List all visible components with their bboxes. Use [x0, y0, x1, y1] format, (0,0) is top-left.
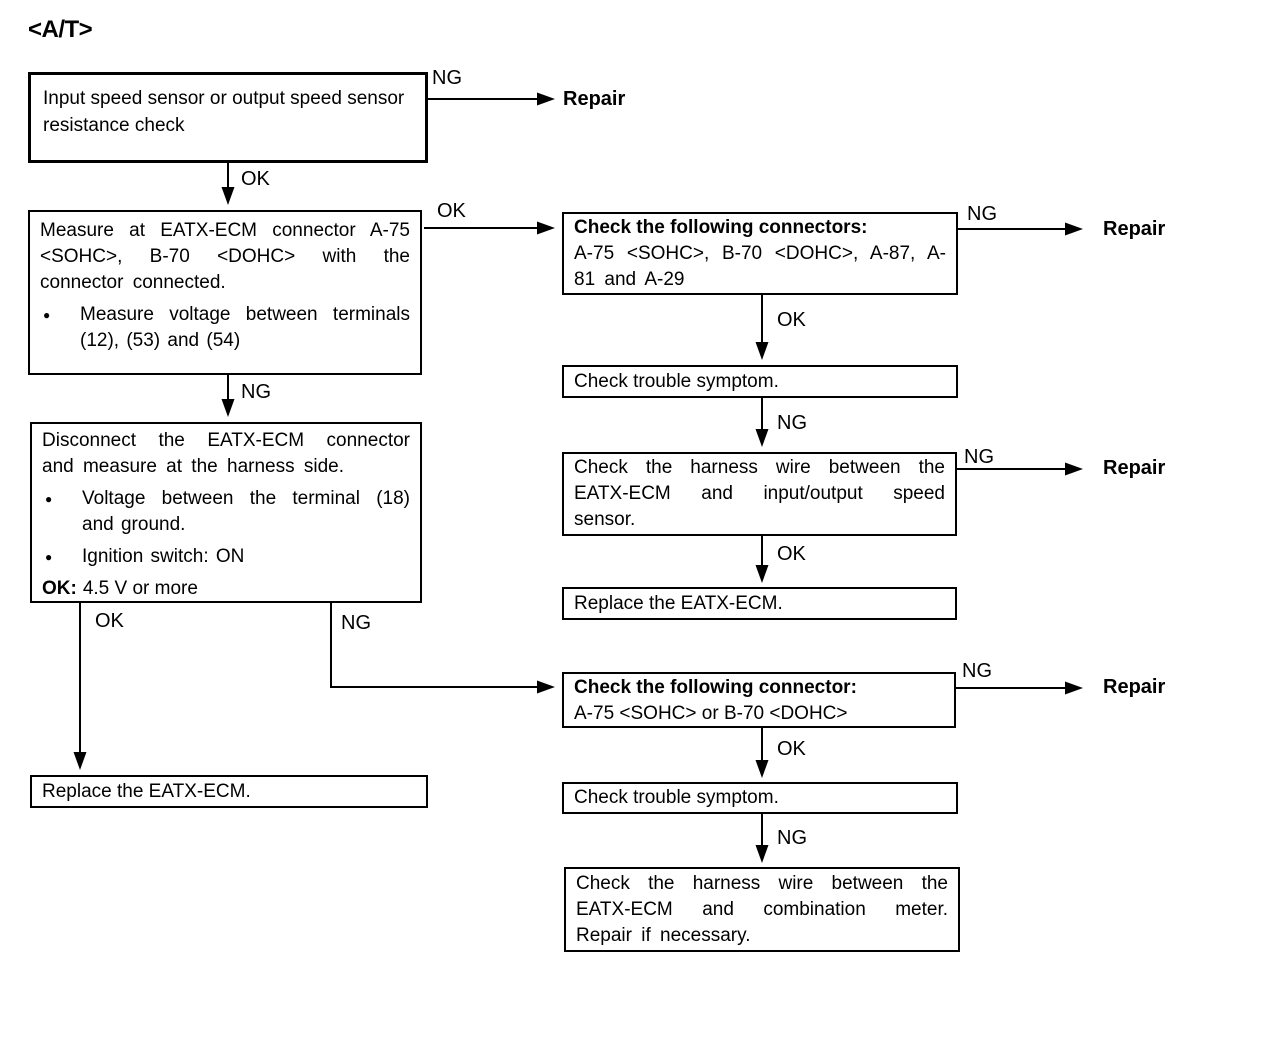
box-harness-speed-sensor: Check the harness wire between the EATX-…: [562, 452, 957, 536]
edge-label-connectors-ok: OK: [777, 309, 806, 331]
ok-condition-value: 4.5 V or more: [82, 578, 198, 599]
box-start-text: Input speed sensor or output speed senso…: [43, 88, 405, 136]
edge-label-harness-ng: NG: [964, 446, 994, 468]
terminal-repair-3: Repair: [1103, 457, 1166, 479]
box-harness-speed-sensor-text: Check the harness wire between the EATX-…: [574, 457, 945, 530]
box-replace-right: Replace the EATX-ECM.: [562, 587, 957, 620]
box-check-connector-heading: Check the following connector:: [574, 677, 857, 698]
edge-label-measure-ng: NG: [241, 381, 271, 403]
box-check-symptom-2-text: Check trouble symptom.: [574, 787, 779, 808]
box-harness-combination-meter-text: Check the harness wire between the EATX-…: [576, 873, 948, 946]
edge-label-start-ok: OK: [241, 168, 270, 190]
box-harness-combination-meter: Check the harness wire between the EATX-…: [564, 867, 960, 952]
edge-label-disconnect-ok: OK: [95, 610, 124, 632]
box-check-connectors-text: A-75 <SOHC>, B-70 <DOHC>, A-87, A-81 and…: [574, 243, 946, 290]
box-disconnect-bullet2: ● Ignition switch: ON: [42, 544, 410, 570]
edge-label-connector-ok: OK: [777, 738, 806, 760]
box-check-connector: Check the following connector: A-75 <SOH…: [562, 672, 956, 728]
edge-label-connector-ng: NG: [962, 660, 992, 682]
terminal-repair-4: Repair: [1103, 676, 1166, 698]
box-check-connectors: Check the following connectors: A-75 <SO…: [562, 212, 958, 295]
box-replace-left-text: Replace the EATX-ECM.: [42, 780, 251, 802]
box-replace-left: Replace the EATX-ECM.: [30, 775, 428, 808]
bullet-icon: ●: [45, 492, 53, 506]
edge-label-harness-ok: OK: [777, 543, 806, 565]
edge-label-start-ng: NG: [432, 67, 462, 89]
edge-label-connectors-ng: NG: [967, 203, 997, 225]
box-measure-connector: Measure at EATX-ECM connector A-75 <SOHC…: [28, 210, 422, 375]
box-replace-right-text: Replace the EATX-ECM.: [574, 592, 783, 614]
edge-label-disconnect-ng: NG: [341, 612, 371, 634]
bullet-icon: ●: [45, 550, 53, 564]
terminal-repair-2: Repair: [1103, 218, 1166, 240]
box-start: Input speed sensor or output speed senso…: [28, 72, 428, 163]
ok-condition-label: OK:: [42, 578, 77, 599]
box-disconnect: Disconnect the EATX-ECM connector and me…: [30, 422, 422, 603]
box-disconnect-text: Disconnect the EATX-ECM connector and me…: [42, 430, 410, 477]
box-disconnect-bullet1: ● Voltage between the terminal (18) and …: [42, 486, 410, 538]
box-measure-connector-bullet: ● Measure voltage between terminals (12)…: [40, 302, 410, 354]
box-measure-connector-text: Measure at EATX-ECM connector A-75 <SOHC…: [40, 220, 410, 293]
bullet-text: Voltage between the terminal (18) and gr…: [82, 488, 410, 535]
page-title: <A/T>: [28, 16, 93, 43]
box-check-connector-text: A-75 <SOHC> or B-70 <DOHC>: [574, 703, 848, 724]
edge-label-measure-ok: OK: [437, 200, 466, 222]
bullet-text: Ignition switch: ON: [82, 546, 245, 567]
box-check-symptom-1-text: Check trouble symptom.: [574, 370, 779, 392]
edge-label-symptom2-ng: NG: [777, 827, 807, 849]
box-check-symptom-2: Check trouble symptom.: [562, 782, 958, 814]
terminal-repair-1: Repair: [563, 88, 626, 110]
bullet-text: Measure voltage between terminals (12), …: [80, 304, 410, 351]
box-check-connectors-heading: Check the following connectors:: [574, 217, 868, 238]
box-check-symptom-1: Check trouble symptom.: [562, 365, 958, 398]
box-disconnect-ok-line: OK:4.5 V or more: [42, 576, 410, 602]
edge-label-symptom1-ng: NG: [777, 412, 807, 434]
bullet-icon: ●: [43, 308, 51, 322]
